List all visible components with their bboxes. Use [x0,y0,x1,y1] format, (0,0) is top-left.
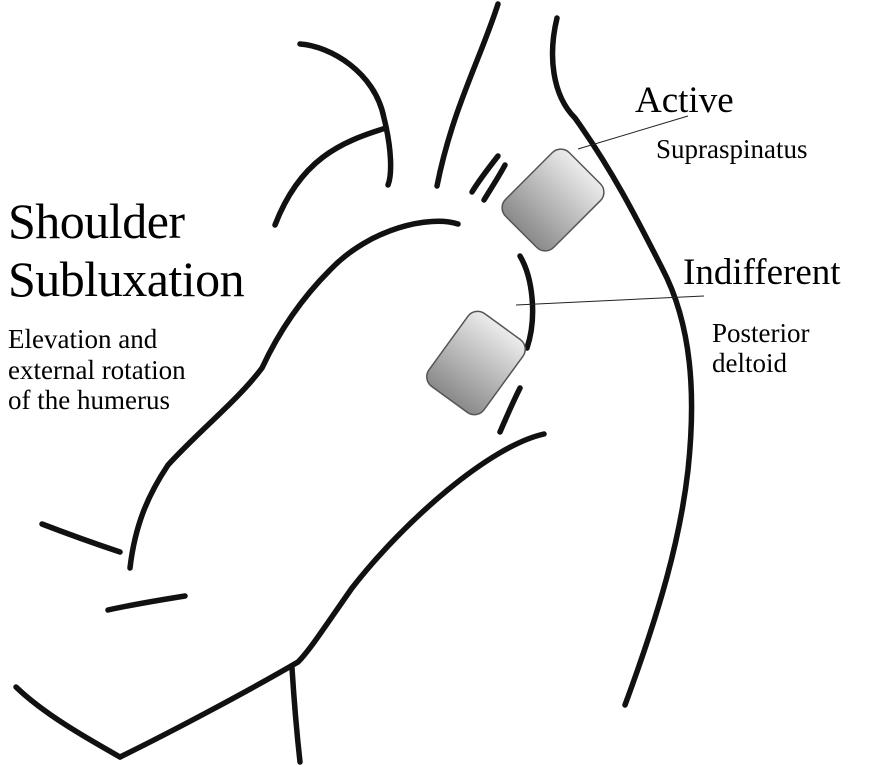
neck-top-curve [297,41,394,188]
active-leader-line [577,115,689,150]
indifferent-muscle-line-1: Posterior [712,318,810,348]
forearm-line [13,684,123,760]
arm-lower-back-line [117,431,547,760]
trapezius-line [272,125,389,228]
subtitle-line-2: external rotation [8,354,186,385]
indifferent-muscle-label: Posterior deltoid [712,318,810,378]
subtitle-line-3: of the humerus [8,385,170,415]
elbow-line [289,665,303,765]
arm-upper-outline [127,218,461,571]
indifferent-muscle-line-2: deltoid [712,348,787,379]
active-electrode-pad [501,148,605,252]
clavicle-fragment-1 [469,153,501,195]
deltoid-lower-fragment [497,385,523,435]
neck-line-left [434,1,501,189]
diagram-title-line-2: Subluxation [8,251,245,307]
elbow-fragment-2 [105,593,188,613]
clavicle-fragment-2 [481,162,508,203]
diagram-title-line-1: Shoulder [8,193,185,249]
deltoid-posterior-line [517,253,536,351]
active-electrode-label: Active [635,80,734,121]
elbow-fragment-1 [39,521,123,555]
neck-back-line [549,15,695,708]
active-muscle-label: Supraspinatus [656,134,808,164]
indifferent-leader-line [515,295,705,306]
indifferent-electrode-label: Indifferent [683,252,841,293]
diagram-subtitle: Elevation and external rotation of the h… [8,324,186,416]
indifferent-electrode-pad [426,310,526,416]
subtitle-line-1: Elevation and [8,324,158,354]
